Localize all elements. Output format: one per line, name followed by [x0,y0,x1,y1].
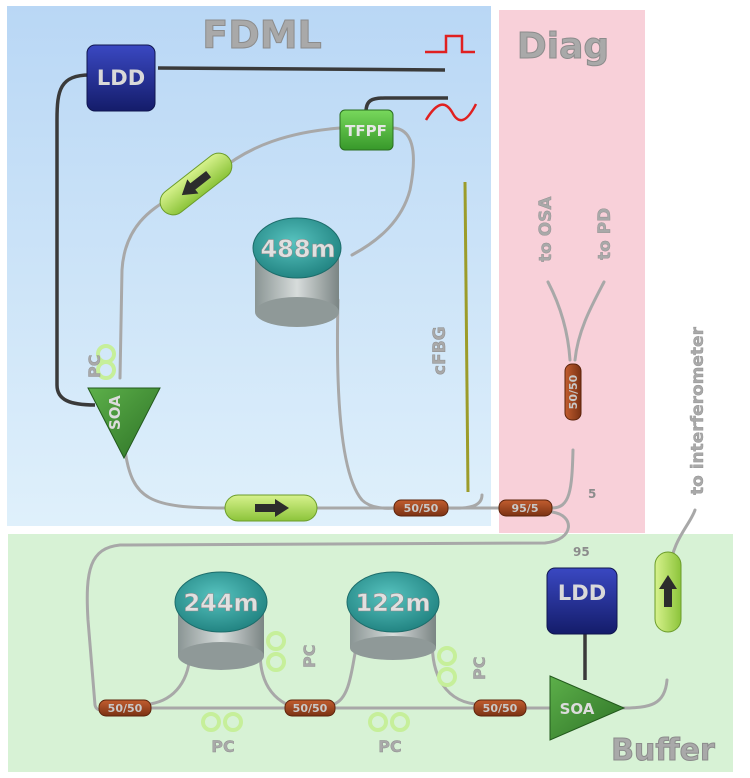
fiber-spool-122m: 122m [346,571,440,660]
pc-3-label: PC [470,657,489,680]
to-osa-label: to OSA [536,196,556,262]
arrow-right-icon [255,499,289,517]
spool-122-label: 122m [355,589,430,617]
coupler-buffer-2-label: 50/50 [293,702,328,715]
coupler-955-label: 95/5 [512,502,539,515]
ldd-cable-to-signal [157,66,446,72]
diag-region [499,10,645,533]
tfpf-label: TFPF [345,122,387,140]
fiber-spool-488m: 488m [252,217,342,327]
coupler-5050-fdml-label: 50/50 [404,502,439,515]
pc-2-label: PC [300,645,319,668]
coupler-buffer-1-label: 50/50 [108,702,143,715]
ldd-laser-driver-top: LDD [86,44,156,112]
coupler-955: 95/5 [498,499,553,517]
soa-amplifier-top: SOA [87,387,161,460]
isolator-output [654,551,682,633]
ldd-bottom-label: LDD [558,581,606,605]
polarization-controller-3 [437,646,457,687]
polarization-controller-4 [201,712,243,732]
ldd-cable-to-soa [55,73,96,407]
polarization-controller-2 [266,631,286,672]
tfpf-cable-to-signal [364,96,448,113]
isolator-middle [224,494,318,522]
soa-top-label: SOA [106,395,124,430]
to-interferometer-label: to interferometer [688,326,708,495]
polarization-controller-5 [368,712,410,732]
coupler-5050-diag-label: 50/50 [567,374,580,409]
pc-5-label: PC [378,737,401,756]
spool-488-label: 488m [260,235,335,263]
ldd-top-label: LDD [97,66,145,90]
spool-244-label: 244m [183,589,258,617]
arrow-up-icon [659,575,677,607]
coupler-buffer-3-label: 50/50 [483,702,518,715]
cfbg-label: cFBG [430,326,450,375]
coupler-5050-buffer-1: 50/50 [98,699,152,717]
buffer-title: Buffer [611,733,715,768]
soa-amplifier-bottom: SOA [549,675,626,741]
to-pd-label: to PD [595,208,615,260]
sine-signal-icon [424,103,478,122]
fiber-spool-244m: 244m [174,571,268,670]
pulse-signal-icon [425,34,475,54]
fdml-region [7,6,491,526]
port-5-label: 5 [588,487,596,501]
isolator-top [159,152,233,216]
cfbg-grating [463,181,470,493]
ldd-laser-driver-bottom: LDD [546,567,618,635]
fdml-title: FDML [202,13,322,57]
coupler-5050-fdml: 50/50 [393,499,449,517]
pc-top-label: PC [85,355,104,378]
soa-bottom-label: SOA [560,700,595,718]
coupler-5050-diag: 50/50 [564,363,582,421]
port-95-label: 95 [573,545,590,559]
diag-title: Diag [517,26,609,67]
polarization-controller-top [96,344,116,380]
coupler-5050-buffer-3: 50/50 [473,699,527,717]
tfpf-filter: TFPF [339,109,394,151]
coupler-5050-buffer-2: 50/50 [284,699,336,717]
arrow-left-icon [181,170,212,196]
pc-4-label: PC [211,737,234,756]
